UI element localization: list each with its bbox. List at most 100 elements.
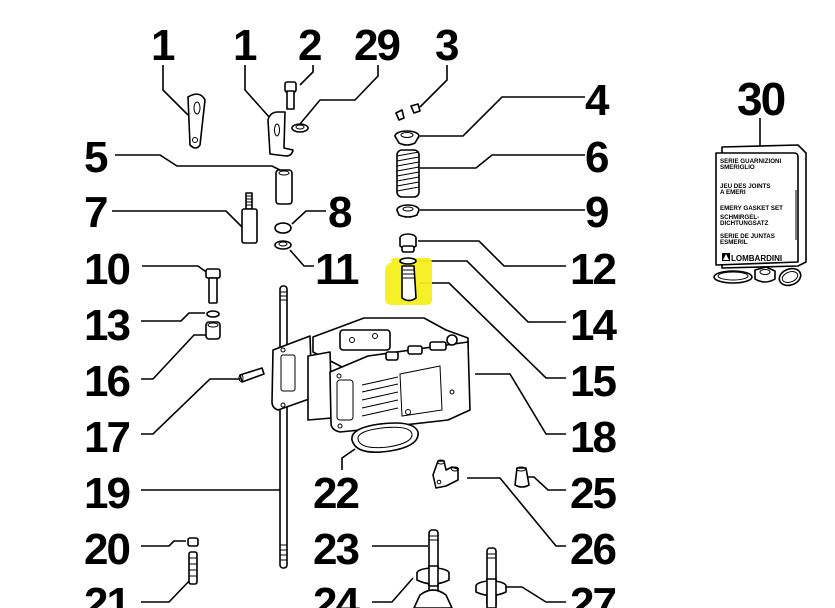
callout-3[interactable]: 3	[435, 21, 460, 70]
callout-24[interactable]: 24	[313, 579, 362, 608]
callout-9[interactable]: 9	[585, 188, 610, 237]
kit-line-1: SERIE GUARNIZIONI	[720, 158, 781, 165]
callout-8[interactable]: 8	[328, 188, 354, 237]
kit-line-5: EMERY GASKET SET	[720, 205, 783, 212]
callout-22[interactable]: 22	[313, 469, 360, 518]
part-valve-collets[interactable]	[395, 103, 421, 121]
kit-line-9: ESMERIL	[720, 239, 748, 246]
leader-27	[500, 586, 566, 603]
leader-12	[418, 240, 566, 267]
kit-line-7: DICHTUNGSATZ	[720, 220, 769, 227]
leader-4	[420, 96, 585, 137]
leader-18	[475, 373, 566, 435]
callout-20[interactable]: 20	[84, 525, 131, 574]
callout-19[interactable]: 19	[84, 469, 131, 518]
kit-line-6: SCHMIRGEL-	[720, 214, 759, 221]
callout-21[interactable]: 21	[84, 579, 132, 608]
part-angle-bracket[interactable]	[267, 111, 294, 157]
leader-11	[289, 249, 314, 267]
leader-7	[112, 210, 244, 229]
leader-20	[141, 540, 186, 547]
callout-30[interactable]: 30	[737, 73, 787, 125]
leader-8	[291, 210, 326, 225]
part-gasket-kit[interactable]: SERIE GUARNIZIONI SMERIGLIO JEU DES JOIN…	[713, 144, 807, 288]
part-washer-11[interactable]	[274, 240, 292, 250]
gasket-kit-label: SERIE GUARNIZIONI SMERIGLIO JEU DES JOIN…	[720, 158, 783, 263]
leader-21	[141, 577, 193, 603]
leader-10	[142, 265, 210, 275]
callout-1-left[interactable]: 1	[151, 21, 177, 70]
kit-line-2: SMERIGLIO	[720, 164, 755, 171]
part-bolt[interactable]	[205, 268, 221, 304]
part-injector-sleeve[interactable]	[514, 466, 530, 488]
callout-26[interactable]: 26	[570, 525, 617, 574]
leader-14	[418, 260, 566, 323]
leader-26	[467, 477, 566, 547]
kit-line-3: JEU DES JOINTS	[720, 183, 771, 190]
callout-4[interactable]: 4	[585, 76, 612, 125]
leader-1-right	[244, 65, 271, 119]
leader-24	[372, 577, 414, 603]
part-valve-stem-seal[interactable]	[399, 233, 417, 253]
leader-15	[420, 282, 566, 379]
leader-13	[141, 312, 205, 322]
callout-10[interactable]: 10	[84, 245, 131, 294]
leader-6	[420, 154, 585, 169]
callout-2[interactable]: 2	[298, 21, 323, 70]
leader-5	[115, 154, 285, 173]
part-stud-21[interactable]	[188, 551, 198, 585]
leader-25	[525, 476, 566, 491]
leader-2	[299, 65, 314, 86]
leader-3	[419, 65, 448, 108]
part-pin[interactable]	[238, 367, 265, 383]
leader-lines	[112, 65, 761, 603]
kit-line-8: SERIE DE JUNTAS	[720, 233, 775, 240]
parts: SERIE GUARNIZIONI SMERIGLIO JEU DES JOIN…	[187, 81, 807, 608]
leader-22	[341, 448, 356, 470]
leader-1-left	[162, 65, 189, 116]
callout-16[interactable]: 16	[84, 357, 131, 406]
part-spacer-sleeve[interactable]	[275, 169, 293, 205]
part-exhaust-valve[interactable]	[413, 529, 453, 608]
part-lock-washer[interactable]	[206, 310, 220, 318]
lombardini-logo-icon	[722, 253, 730, 261]
callout-18[interactable]: 18	[570, 413, 618, 462]
part-spring-cap[interactable]	[394, 130, 420, 146]
part-valve-guide[interactable]	[401, 265, 417, 302]
callout-7[interactable]: 7	[84, 188, 109, 237]
callout-29[interactable]: 29	[354, 21, 401, 70]
callout-5[interactable]: 5	[84, 133, 110, 182]
part-nut-20[interactable]	[187, 537, 199, 547]
callout-23[interactable]: 23	[313, 525, 360, 574]
part-intake-valve[interactable]	[475, 547, 507, 608]
leader-16	[141, 334, 207, 380]
part-spring-seat[interactable]	[396, 204, 420, 218]
part-stud-spacer[interactable]	[241, 192, 258, 244]
callout-11[interactable]: 11	[315, 245, 361, 294]
part-nut-8[interactable]	[274, 222, 292, 234]
part-valve-seat[interactable]	[416, 565, 450, 587]
callout-13[interactable]: 13	[84, 301, 131, 350]
callout-12[interactable]: 12	[570, 245, 617, 294]
callout-25[interactable]: 25	[570, 469, 618, 518]
part-circlip[interactable]	[399, 257, 417, 265]
callout-labels: 1 1 2 29 3 4 5 6 7 8 9 10 11 12 13 14 15…	[84, 21, 787, 608]
part-bracket-plate[interactable]	[187, 93, 206, 149]
part-long-stud[interactable]	[279, 285, 288, 569]
part-screw[interactable]	[284, 81, 297, 110]
kit-line-4: A EMERI	[720, 189, 746, 196]
part-injector-bracket[interactable]	[432, 459, 459, 489]
callout-17[interactable]: 17	[84, 413, 131, 462]
part-gasket-ring[interactable]	[351, 422, 419, 453]
callout-27[interactable]: 27	[570, 579, 617, 608]
part-bushing[interactable]	[205, 321, 221, 340]
part-cylinder-head[interactable]	[271, 317, 471, 433]
part-valve-spring[interactable]	[396, 149, 420, 198]
part-washer-29[interactable]	[291, 123, 309, 133]
callout-14[interactable]: 14	[570, 301, 619, 350]
callout-6[interactable]: 6	[585, 133, 610, 182]
callout-15[interactable]: 15	[570, 357, 618, 406]
callout-1-right[interactable]: 1	[233, 21, 259, 70]
kit-brand: LOMBARDINI	[731, 254, 782, 263]
